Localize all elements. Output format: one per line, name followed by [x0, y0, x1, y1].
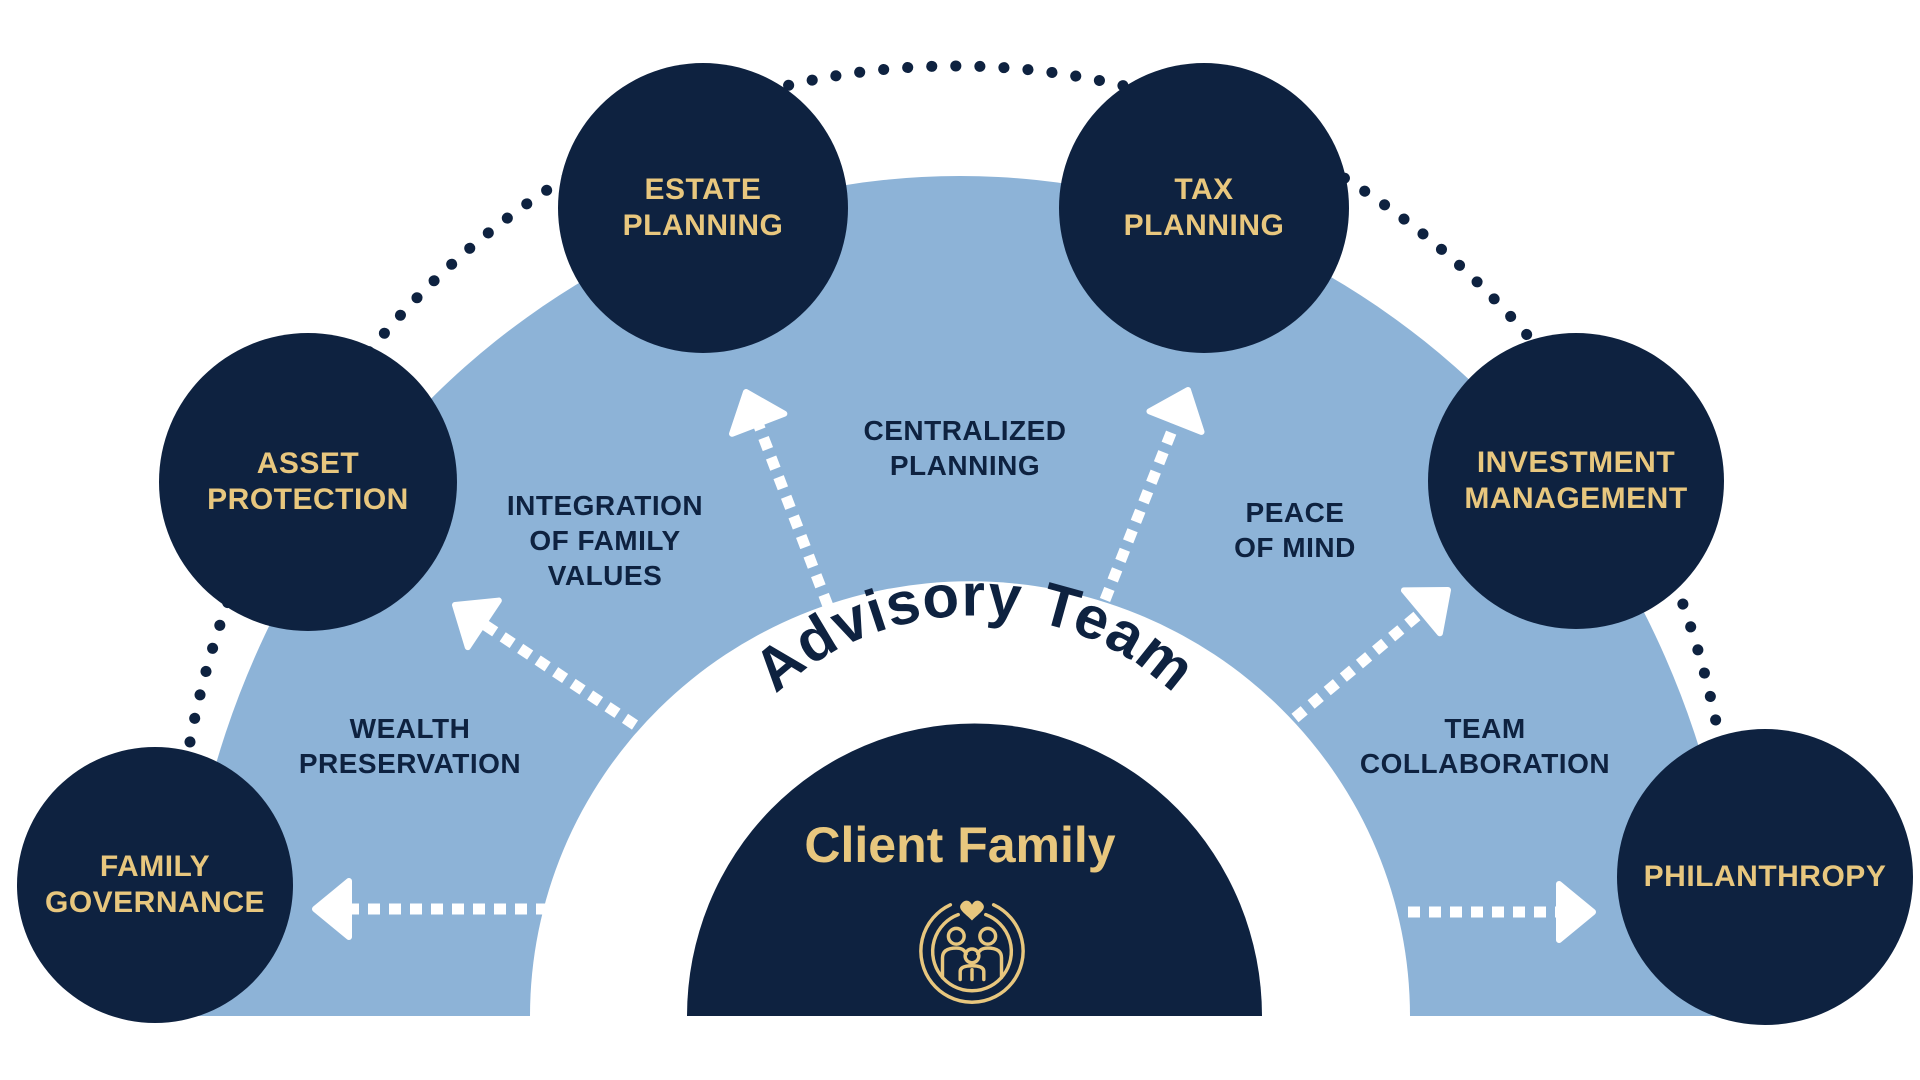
arrow-to-philanthropy [1408, 881, 1596, 943]
arrow-to-estate-planning [729, 389, 834, 608]
arrow-group [312, 387, 1596, 943]
service-estate-planning: ESTATE PLANNING [558, 63, 848, 353]
tax-planning-label: TAX PLANNING [1123, 173, 1285, 242]
family-heart-icon [919, 900, 1025, 1004]
benefit-centralized-planning: CENTRALIZED PLANNING [863, 415, 1067, 481]
benefit-team-collaboration: TEAM COLLABORATION [1359, 713, 1611, 779]
arrow-to-investment-management [1291, 587, 1451, 723]
service-philanthropy: PHILANTHROPY [1617, 729, 1913, 1025]
estate-planning-label: ESTATE PLANNING [622, 173, 784, 242]
service-asset-protection: ASSET PROTECTION [159, 333, 457, 631]
service-family-governance: FAMILY GOVERNANCE [17, 747, 293, 1023]
philanthropy-label: PHILANTHROPY [1643, 860, 1887, 893]
benefit-peace-of-mind: PEACE OF MIND [1234, 497, 1356, 563]
arrow-to-asset-protection [452, 597, 639, 730]
investment-management-label: INVESTMENT MANAGEMENT [1464, 446, 1688, 515]
family-governance-label: FAMILY GOVERNANCE [44, 850, 266, 919]
arrow-to-tax-planning [1099, 387, 1205, 603]
asset-protection-label: ASSET PROTECTION [207, 447, 409, 516]
benefit-wealth-preservation: WEALTH PRESERVATION [298, 713, 522, 779]
client-family-core [687, 723, 1262, 1016]
client-family-title: Client Family [804, 817, 1116, 873]
arrow-to-family-governance [312, 878, 548, 940]
benefit-integration-of-family-values: INTEGRATION OF FAMILY VALUES [506, 490, 704, 591]
service-investment-management: INVESTMENT MANAGEMENT [1428, 333, 1724, 629]
service-tax-planning: TAX PLANNING [1059, 63, 1349, 353]
